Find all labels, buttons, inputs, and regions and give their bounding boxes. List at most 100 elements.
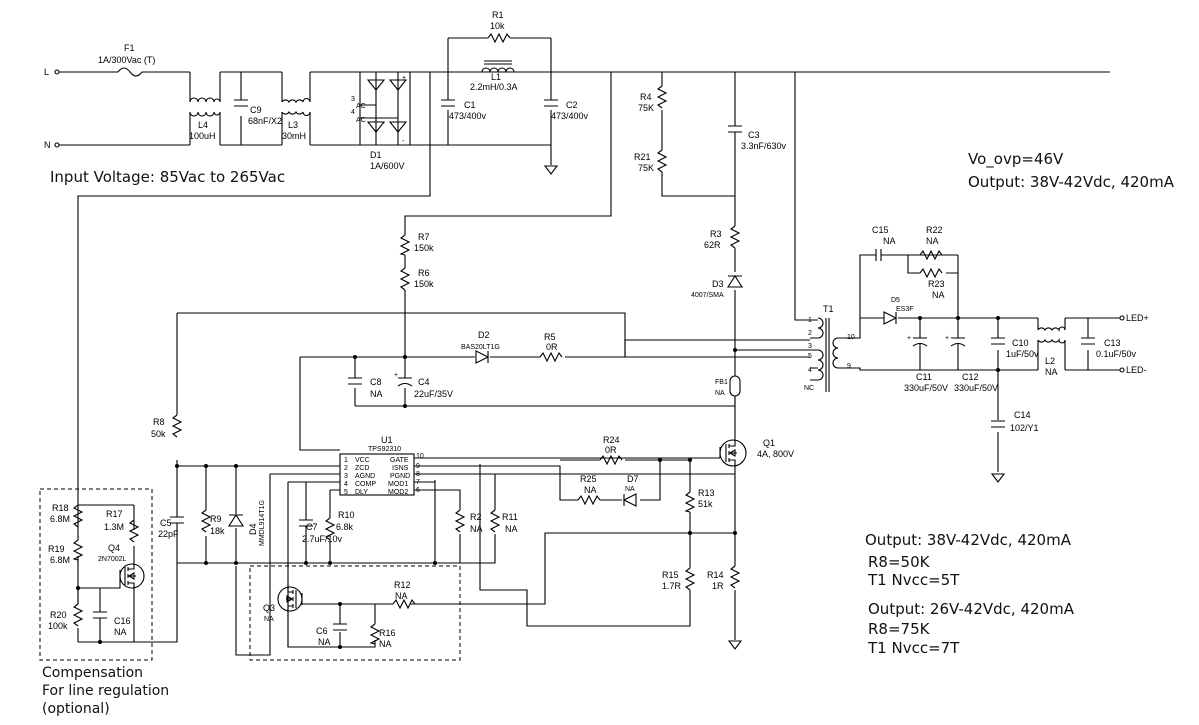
compensation-wiring: [76, 504, 135, 644]
terminal-l: [54, 69, 60, 75]
capacitor-c15: C15 NA: [872, 225, 896, 261]
q3-value: NA: [264, 616, 274, 623]
resistor-r4: R4 75K: [638, 85, 668, 113]
terminal-n: [54, 142, 60, 148]
c2-ref: C2: [566, 100, 578, 110]
capacitor-c8: C8 NA: [348, 377, 383, 399]
mosfet-q4: Q4 2N7002L: [98, 543, 145, 589]
r2-ref: R2: [470, 512, 482, 522]
capacitor-c2: C2 473/400v: [544, 99, 589, 121]
r9-value: 18k: [210, 526, 225, 536]
svg-text:+: +: [402, 75, 406, 82]
d2-ref: D2: [478, 330, 490, 340]
svg-text:9: 9: [847, 363, 851, 370]
diode-d5: D5 ES3F: [883, 297, 914, 325]
c4-ref: C4: [418, 377, 430, 387]
svg-text:ISNS: ISNS: [392, 465, 409, 472]
c3-value: 3.3nF/630v: [741, 141, 787, 151]
option-a-t1: T1 Nvcc=5T: [867, 571, 960, 589]
r9-ref: R9: [210, 514, 222, 524]
compensation-note-line2: For line regulation: [42, 683, 169, 699]
resistor-r22: R22 NA: [919, 225, 943, 261]
r7-ref: R7: [418, 232, 430, 242]
capacitor-c6: C6 NA: [316, 623, 347, 647]
resistor-r8: R8 50k: [151, 414, 183, 439]
svg-text:1: 1: [808, 317, 812, 324]
capacitor-c5: C5 22pF: [158, 516, 184, 539]
capacitor-c11: + C11 330uF/50V: [904, 335, 948, 393]
r12-ref: R12: [394, 580, 411, 590]
svg-text:VCC: VCC: [355, 457, 370, 464]
r16-ref: R16: [379, 628, 396, 638]
ferrite-fb1: FB1 NA: [715, 375, 741, 397]
r21-ref: R21: [634, 152, 651, 162]
capacitor-c10: C10 1uF/50v: [991, 337, 1039, 359]
c12-value: 330uF/50V: [954, 383, 998, 393]
q4-ref: Q4: [108, 543, 120, 553]
secondary-wiring: [859, 254, 1120, 472]
c8-value: NA: [370, 389, 383, 399]
r2-value: NA: [470, 524, 483, 534]
ground-symbol-input: [543, 165, 559, 175]
r14-value: 1R: [712, 581, 724, 591]
c2-value: 473/400v: [551, 111, 589, 121]
svg-text:+: +: [907, 335, 911, 342]
svg-text:ZCD: ZCD: [355, 465, 369, 472]
c16-value: NA: [114, 627, 127, 637]
resistor-r3: R3 62R: [704, 225, 741, 250]
c9-value: 68nF/X2: [248, 116, 282, 126]
l1-ref: L1: [491, 72, 501, 82]
q4-value: 2N7002L: [98, 556, 127, 563]
r4-value: 75K: [638, 103, 654, 113]
r20-ref: R20: [50, 610, 67, 620]
resistor-r18: R18 6.8M: [50, 503, 84, 528]
controller-u1: U1 TPS92310 1 VCC 2 ZCD 3 AGND 4 COMP 5 …: [339, 435, 424, 496]
diode-d3: D3 4007/SMA: [691, 274, 744, 299]
svg-text:4: 4: [344, 481, 348, 488]
c5-value: 22pF: [158, 529, 179, 539]
r23-value: NA: [932, 290, 945, 300]
compensation-note-line1: Compensation: [42, 665, 143, 681]
net-label-l: L: [44, 67, 49, 77]
c1-value: 473/400v: [449, 111, 487, 121]
r11-value: NA: [505, 524, 518, 534]
r23-ref: R23: [928, 279, 945, 289]
d1-value: 1A/600V: [370, 161, 405, 171]
c10-ref: C10: [1012, 338, 1029, 348]
c12-ref: C12: [962, 372, 979, 382]
c8-ref: C8: [370, 377, 382, 387]
l1-value: 2.2mH/0.3A: [470, 82, 518, 92]
svg-text:DLY: DLY: [355, 489, 368, 496]
d4-value: MMDL914T1G: [259, 500, 266, 546]
capacitor-c16: C16 NA: [93, 611, 131, 637]
diode-d4: D4 MMDL914T1G: [227, 500, 266, 546]
r25-value: NA: [584, 485, 597, 495]
mosfet-q1: Q1 4A, 800V: [719, 432, 794, 474]
r7-value: 150k: [414, 243, 434, 253]
u1-ref: U1: [381, 435, 393, 445]
l3-ref: L3: [288, 120, 298, 130]
r8-ref: R8: [153, 417, 165, 427]
resistor-r25: R25 NA: [577, 474, 601, 506]
c14-ref: C14: [1014, 410, 1031, 420]
output-spec-note: Output: 38V-42Vdc, 420mA: [968, 173, 1175, 191]
d3-value: 4007/SMA: [691, 292, 724, 299]
c6-ref: C6: [316, 626, 328, 636]
mosfet-q3: Q3 NA: [263, 586, 303, 623]
resistor-r11: R11 NA: [489, 509, 518, 534]
r22-ref: R22: [926, 225, 943, 235]
capacitor-c14: C14 102/Y1: [990, 410, 1039, 483]
svg-text:5: 5: [808, 353, 812, 360]
c15-value: NA: [883, 236, 896, 246]
c14-value: 102/Y1: [1010, 423, 1039, 433]
input-wiring: [59, 37, 1110, 505]
svg-text:3: 3: [351, 96, 355, 103]
svg-text:4: 4: [351, 109, 355, 116]
net-label-n: N: [44, 140, 51, 150]
svg-text:COMP: COMP: [355, 481, 376, 488]
diode-d7: D7 NA: [622, 474, 639, 507]
capacitor-c3: C3 3.3nF/630v: [728, 125, 787, 151]
resistor-r24: R24 0R: [599, 435, 623, 466]
svg-text:10: 10: [847, 334, 855, 341]
r24-value: 0R: [605, 445, 617, 455]
